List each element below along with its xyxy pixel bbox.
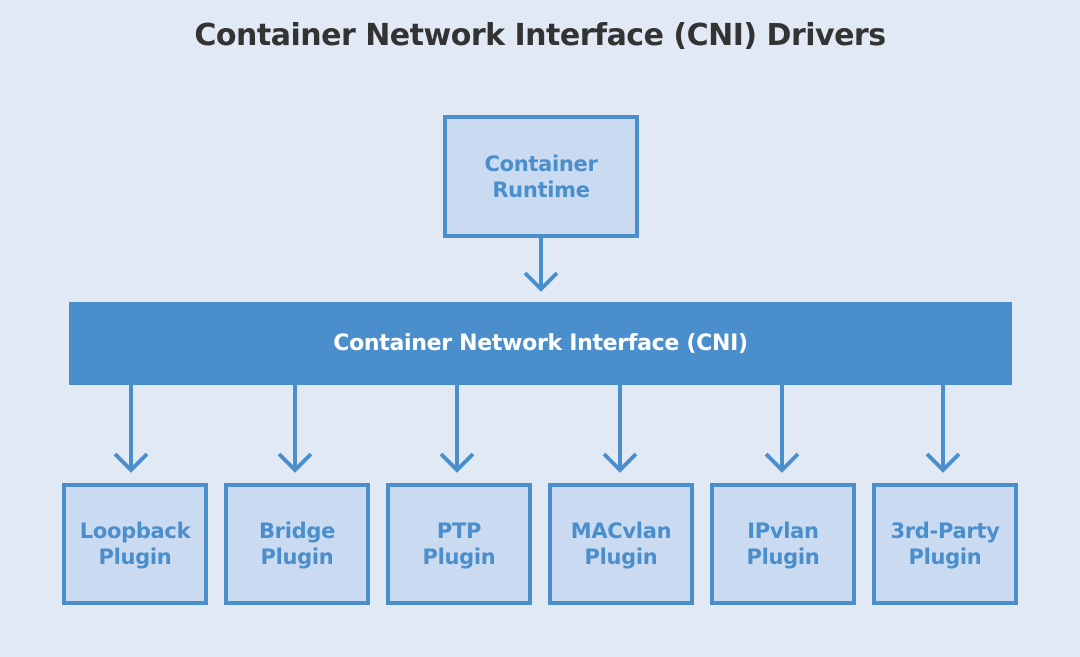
bridge-plugin-label: Bridge Plugin (258, 519, 336, 569)
arrowhead-cni-to-3rd-party (925, 452, 961, 473)
arrowhead-cni-to-bridge (277, 452, 313, 473)
container-runtime-label: Container Runtime (484, 151, 598, 202)
cni-bar: Container Network Interface (CNI) (69, 302, 1012, 385)
arrowhead-cni-to-ptp (439, 452, 475, 473)
arrowhead-runtime-to-cni (523, 271, 559, 292)
arrowhead-cni-to-macvlan (602, 452, 638, 473)
ptp-plugin-box: PTP Plugin (386, 483, 532, 605)
container-runtime-box: Container Runtime (443, 115, 639, 238)
cni-label: Container Network Interface (CNI) (333, 331, 748, 356)
ipvlan-plugin-label: IPvlan Plugin (746, 519, 820, 569)
arrowhead-cni-to-ipvlan (764, 452, 800, 473)
macvlan-plugin-box: MACvlan Plugin (548, 483, 694, 605)
3rd-party-plugin-box: 3rd-Party Plugin (872, 483, 1018, 605)
ptp-plugin-label: PTP Plugin (422, 519, 496, 569)
loopback-plugin-label: Loopback Plugin (79, 519, 191, 569)
loopback-plugin-box: Loopback Plugin (62, 483, 208, 605)
3rd-party-plugin-label: 3rd-Party Plugin (890, 519, 1000, 569)
macvlan-plugin-label: MACvlan Plugin (570, 519, 672, 569)
ipvlan-plugin-box: IPvlan Plugin (710, 483, 856, 605)
bridge-plugin-box: Bridge Plugin (224, 483, 370, 605)
arrowhead-cni-to-loopback (113, 452, 149, 473)
diagram-title: Container Network Interface (CNI) Driver… (194, 18, 886, 53)
